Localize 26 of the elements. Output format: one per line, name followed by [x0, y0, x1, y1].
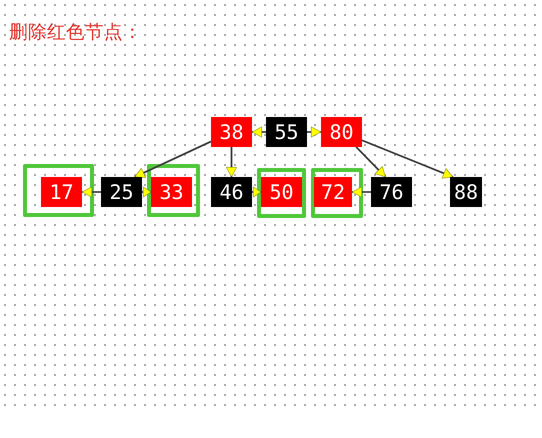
tree-node: 25: [101, 177, 142, 207]
arrow: [134, 140, 212, 178]
tree-node: 33: [151, 177, 192, 207]
tree-node: 46: [211, 177, 252, 207]
arrow: [362, 139, 454, 178]
tree-node: 72: [314, 177, 352, 207]
tree-node: 88: [450, 177, 482, 207]
arrow: [82, 186, 101, 198]
arrow: [352, 186, 371, 198]
arrow: [252, 186, 262, 198]
highlight-frame: [23, 164, 94, 217]
arrow: [252, 126, 266, 138]
arrow: [307, 126, 322, 138]
tree-node: 17: [41, 177, 82, 207]
tree-node: 50: [261, 177, 302, 207]
tree-node: 80: [321, 117, 362, 147]
highlight-frame: [147, 164, 200, 217]
tree-node: 76: [371, 177, 412, 207]
title: 删除红色节点：: [9, 24, 142, 42]
arrow: [226, 147, 237, 178]
arrow: [142, 186, 152, 198]
tree-node: 38: [211, 117, 252, 147]
tree-node: 55: [266, 117, 307, 147]
highlight-frame: [311, 168, 363, 218]
highlight-frame: [257, 168, 306, 218]
arrow: [356, 146, 386, 178]
